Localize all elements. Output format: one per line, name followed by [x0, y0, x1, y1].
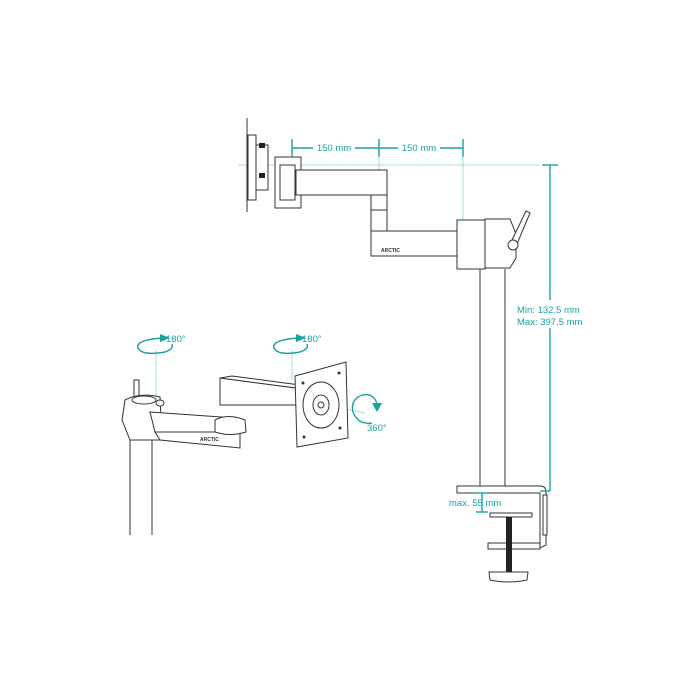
clamp-pad [542, 494, 548, 536]
side-view-monitor-arm: ARCTIC 150 mm 150 mm Min: 132.5 mm Max: … [238, 118, 583, 583]
head-rotation-label: 180° [302, 334, 322, 345]
pole-head-left [456, 219, 486, 270]
arm-segment-2 [370, 230, 464, 257]
pole-head-top [131, 395, 157, 405]
vesa-hole [338, 426, 342, 430]
clamp-knob [488, 571, 529, 583]
pole-head [484, 218, 517, 269]
rotate-360-plate-icon [351, 394, 382, 424]
height-max-label: Max: 397.5 mm [517, 317, 583, 328]
vesa-hole [302, 435, 306, 439]
vesa-hole [337, 371, 341, 375]
arctic-logo: ARCTIC [381, 248, 400, 254]
arctic-logo: ARCTIC [200, 437, 219, 443]
elbow-joint [214, 416, 247, 435]
tilt-joint [255, 144, 269, 191]
bolt [155, 399, 165, 407]
clamp-screw [506, 517, 512, 573]
plate-rotation-label: 360° [367, 423, 387, 434]
screw [259, 143, 265, 148]
pole-head [121, 394, 163, 441]
arm-length-1-label: 150 mm [317, 143, 351, 154]
perspective-view-monitor-arm: ARCTIC 180° 180° 360° [121, 334, 387, 535]
clamp-lower-arm [487, 542, 541, 550]
lock-lever [511, 210, 531, 245]
vesa-plate [247, 134, 257, 201]
elbow-joint [370, 194, 388, 232]
plate-screw [317, 401, 325, 409]
arm-segment-1 [295, 169, 388, 196]
lever-knob [507, 239, 519, 251]
rotate-180-pole-icon [137, 334, 174, 355]
screw [259, 173, 265, 178]
pole-rotation-label: 180° [166, 334, 186, 345]
arm-length-2-label: 150 mm [402, 143, 436, 154]
clamp-pressure-plate [489, 512, 533, 518]
rotate-180-head-icon [273, 334, 309, 355]
bracket-inner [279, 164, 296, 201]
desk-clamp [456, 485, 547, 549]
vesa-hole [301, 381, 305, 385]
desk-thickness-label: max. 55 mm [449, 498, 501, 509]
arm-segment-1-side [154, 431, 241, 449]
height-min-label: Min: 132.5 mm [517, 305, 580, 316]
